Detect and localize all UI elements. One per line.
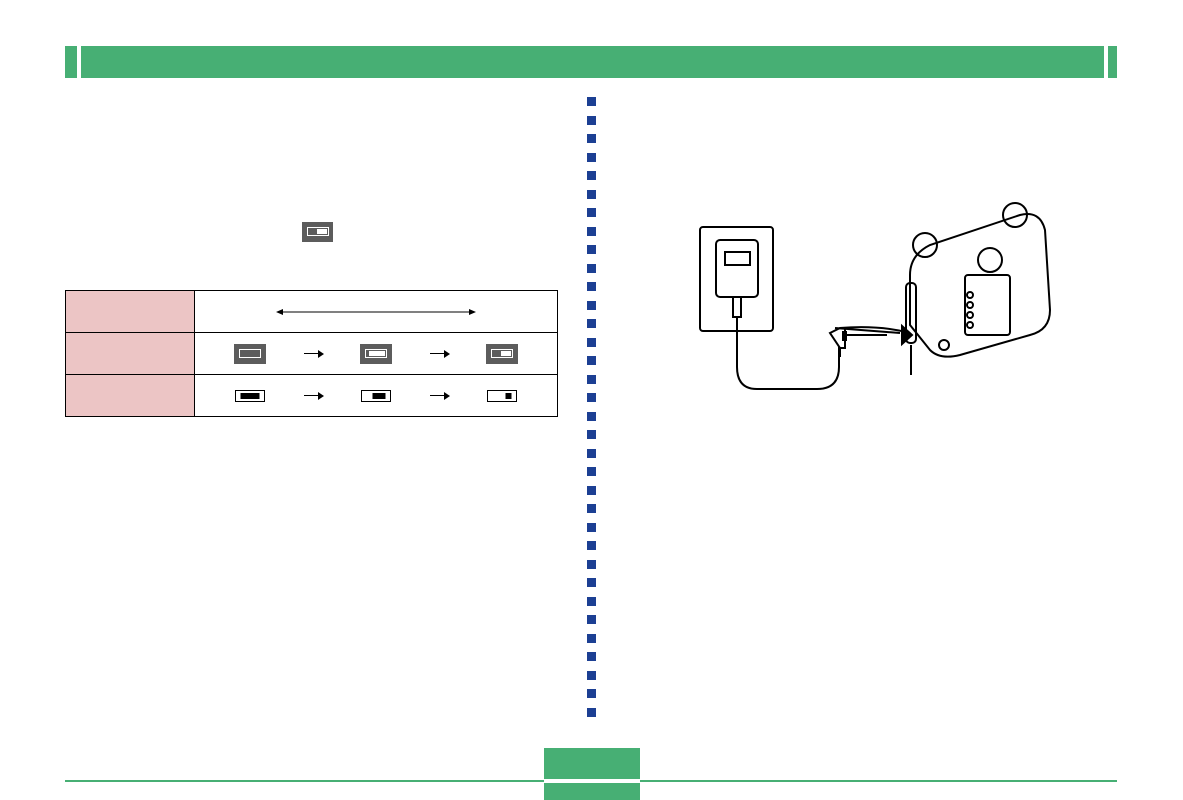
divider-square [587,393,596,402]
divider-square [587,300,596,310]
table-header-cell [65,374,195,417]
arrow-icon [304,350,324,357]
divider-square [587,226,596,236]
footer-line-left [65,780,544,782]
divider-square [587,559,596,569]
divider-square [587,541,596,550]
divider-square [587,152,596,162]
arrow-icon [303,392,324,399]
divider-square [587,504,596,513]
battery-one-third-icon [487,389,518,402]
battery-full-icon [234,343,266,364]
battery-low-icon [486,343,518,364]
divider-square [587,245,596,254]
divider-square [587,689,596,698]
arrow-icon [430,392,451,399]
divider-square [587,356,596,365]
divider-square [587,670,596,680]
battery-two-thirds-icon [360,389,391,402]
battery-full-icon [234,389,265,402]
table-header-cell [65,290,195,333]
divider-square [587,411,596,421]
divider-square [587,596,596,606]
divider-square [587,430,596,439]
divider-square [587,171,596,180]
ac-adaptor-connection-illustration [699,202,1052,390]
arrow-icon [430,350,450,357]
footer-line-right [640,780,1117,782]
header-bar-left [65,46,77,78]
battery-half-icon [360,343,392,364]
table-header-cell [65,332,195,375]
header-bar-right [1108,46,1117,78]
divider-square [587,615,596,624]
header-bar [81,46,1104,78]
divider-square [587,337,596,347]
divider-square [587,707,596,717]
divider-square [587,97,596,106]
divider-square [587,263,596,273]
page-number-box-bottom [544,783,640,800]
divider-square [587,578,596,587]
divider-square [587,522,596,532]
page-number-box [544,748,640,779]
inline-battery-icon [302,222,333,242]
divider-square [587,282,596,291]
divider-square [587,485,596,495]
divider-square [587,189,596,199]
divider-square [587,115,596,125]
divider-square [587,633,596,643]
divider-square [587,208,596,217]
double-arrow-icon [276,308,476,315]
divider-square [587,652,596,661]
divider-square [587,134,596,143]
divider-square [587,448,596,458]
divider-square [587,319,596,328]
divider-square [587,374,596,384]
divider-square [587,467,596,476]
battery-indicator-table [65,290,558,417]
